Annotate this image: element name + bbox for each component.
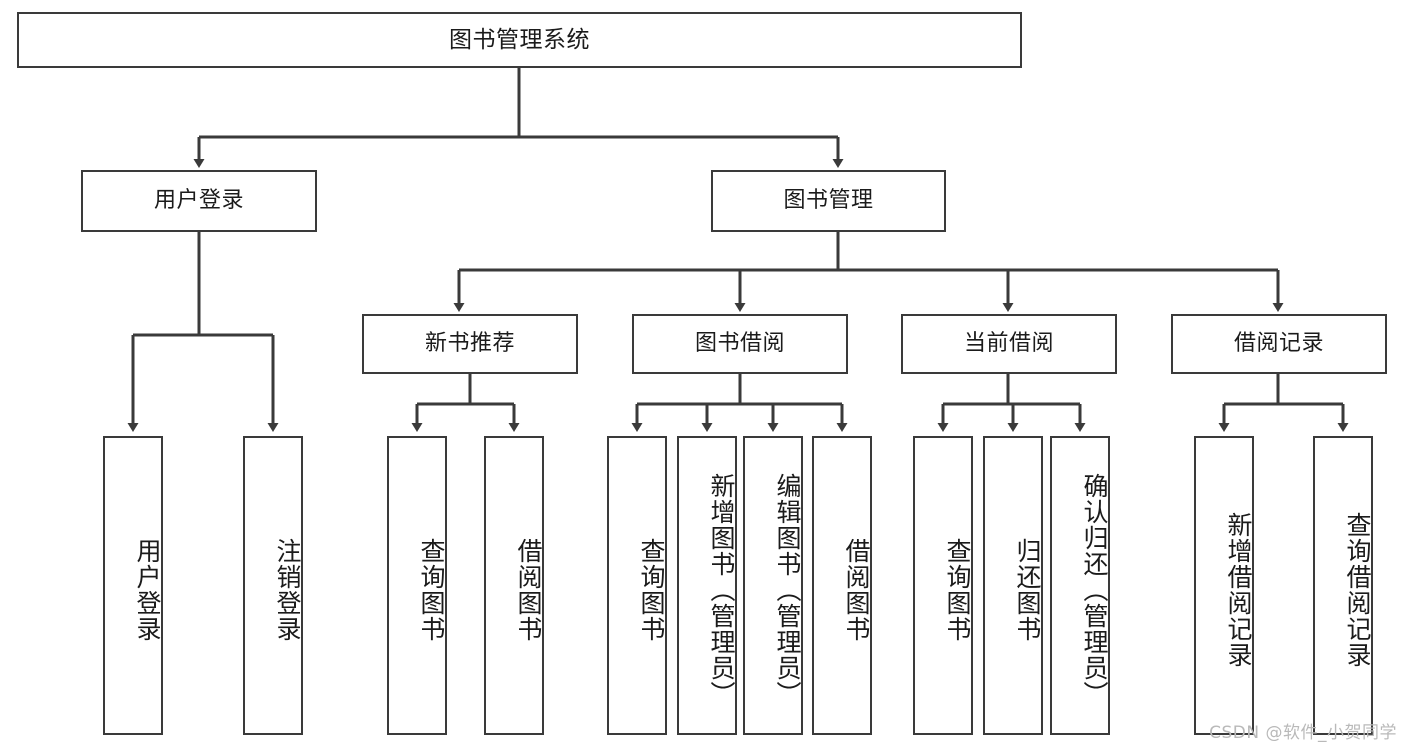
leaf-query-record[interactable]: 查询借阅记录 [1313,436,1373,735]
leaf-query-book-1-label: 查询图书 [417,537,446,642]
node-root-label: 图书管理系统 [449,26,590,53]
node-new-book-recommend[interactable]: 新书推荐 [362,314,578,374]
leaf-query-book-3[interactable]: 查询图书 [913,436,973,735]
leaf-edit-book[interactable]: 编辑图书（管理员） [743,436,803,735]
node-book-borrow[interactable]: 图书借阅 [632,314,848,374]
leaf-query-book-2-label: 查询图书 [637,537,666,642]
node-borrow-records-label: 借阅记录 [1233,331,1324,357]
node-current-borrow[interactable]: 当前借阅 [901,314,1117,374]
leaf-user-logout[interactable]: 注销登录 [243,436,303,735]
leaf-query-book-2[interactable]: 查询图书 [607,436,667,735]
node-book-management[interactable]: 图书管理 [711,170,946,232]
csdn-watermark: CSDN @软件_小贺同学 [1209,723,1397,743]
leaf-borrow-book-1-label: 借阅图书 [514,537,543,642]
node-root[interactable]: 图书管理系统 [17,12,1022,68]
node-book-borrow-label: 图书借阅 [694,331,785,357]
node-new-book-recommend-label: 新书推荐 [424,331,515,357]
node-user-login-label: 用户登录 [153,188,244,214]
leaf-query-book-3-label: 查询图书 [943,537,972,642]
leaf-query-book-1[interactable]: 查询图书 [387,436,447,735]
leaf-add-book[interactable]: 新增图书（管理员） [677,436,737,735]
leaf-add-book-label: 新增图书（管理员） [707,472,736,707]
leaf-add-record-label: 新增借阅记录 [1224,511,1253,668]
leaf-add-record[interactable]: 新增借阅记录 [1194,436,1254,735]
leaf-confirm-return-label: 确认归还（管理员） [1080,472,1109,707]
leaf-query-record-label: 查询借阅记录 [1343,511,1372,668]
leaf-user-logout-label: 注销登录 [273,537,302,642]
node-borrow-records[interactable]: 借阅记录 [1171,314,1387,374]
leaf-return-book-label: 归还图书 [1013,537,1042,642]
leaf-borrow-book-1[interactable]: 借阅图书 [484,436,544,735]
node-user-login[interactable]: 用户登录 [81,170,317,232]
leaf-edit-book-label: 编辑图书（管理员） [773,472,802,707]
node-book-management-label: 图书管理 [783,188,874,214]
leaf-borrow-book-2[interactable]: 借阅图书 [812,436,872,735]
leaf-confirm-return[interactable]: 确认归还（管理员） [1050,436,1110,735]
leaf-user-login-label: 用户登录 [133,537,162,642]
leaf-user-login[interactable]: 用户登录 [103,436,163,735]
leaf-borrow-book-2-label: 借阅图书 [842,537,871,642]
node-current-borrow-label: 当前借阅 [963,331,1054,357]
leaf-return-book[interactable]: 归还图书 [983,436,1043,735]
